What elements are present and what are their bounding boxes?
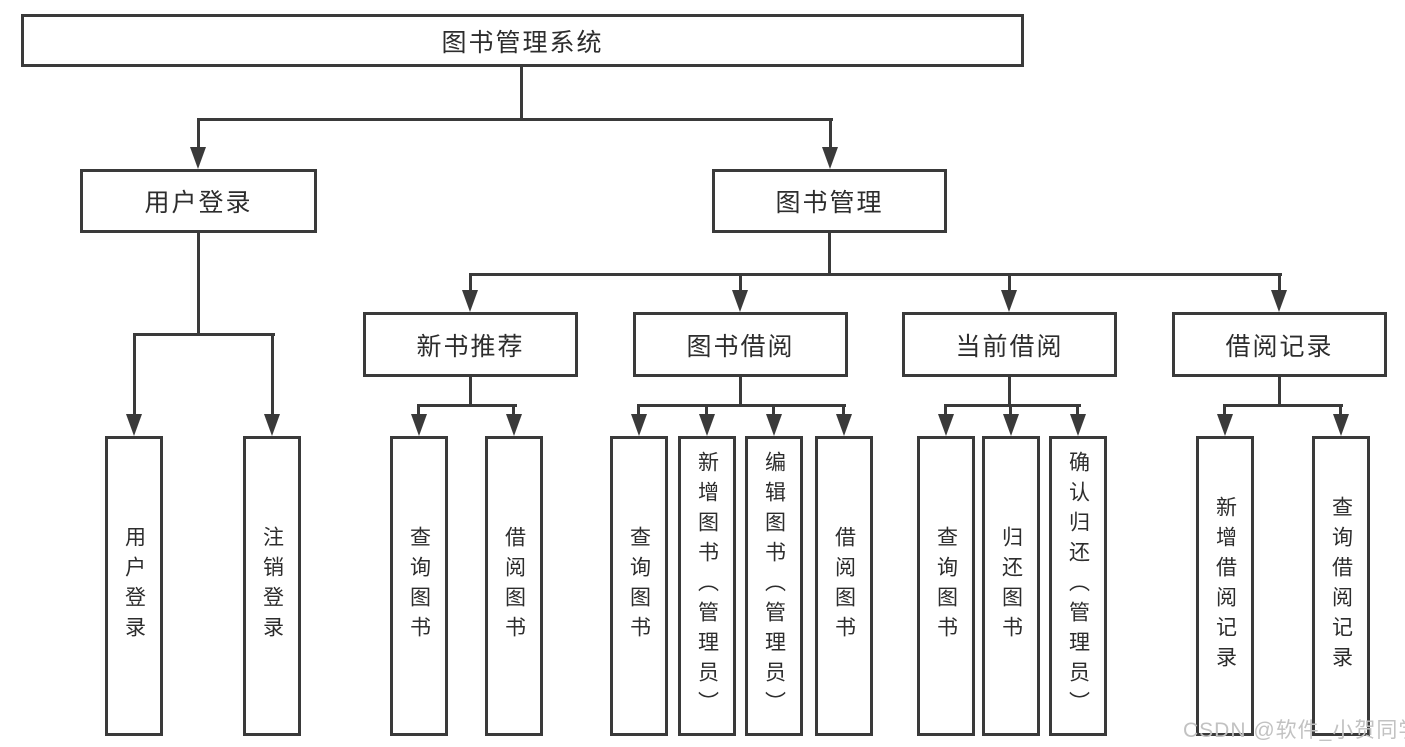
connector-line xyxy=(1008,376,1011,407)
leaf-confirm-return-admin: 确认归还（管理员） xyxy=(1049,436,1107,736)
arrow-down-icon xyxy=(1070,414,1086,436)
connector-line xyxy=(772,404,775,420)
connector-line xyxy=(739,273,742,295)
node-book-management: 图书管理 xyxy=(712,169,947,233)
leaf-user-login: 用户登录 xyxy=(105,436,163,736)
leaf-borrow-books-label: 借阅图书 xyxy=(832,526,856,646)
leaf-query-borrow-record: 查询借阅记录 xyxy=(1312,436,1370,736)
node-root-label: 图书管理系统 xyxy=(441,28,604,57)
arrow-down-icon xyxy=(766,414,782,436)
connector-line xyxy=(637,404,846,407)
connector-line xyxy=(133,333,136,418)
leaf-query-books-recommend: 查询图书 xyxy=(390,436,448,736)
connector-line xyxy=(705,404,708,420)
arrow-down-icon xyxy=(411,414,427,436)
connector-line xyxy=(739,376,742,407)
leaf-logout-label: 注销登录 xyxy=(260,526,284,646)
arrow-down-icon xyxy=(506,414,522,436)
connector-line xyxy=(944,404,947,420)
leaf-return-books-label: 归还图书 xyxy=(999,526,1023,646)
connector-line xyxy=(1278,273,1281,295)
connector-line xyxy=(1339,404,1342,420)
node-current-borrowing-label: 当前借阅 xyxy=(955,332,1064,361)
connector-line xyxy=(197,118,200,151)
connector-line xyxy=(1076,404,1079,420)
leaf-return-books: 归还图书 xyxy=(982,436,1040,736)
connector-line xyxy=(271,333,274,418)
node-current-borrowing: 当前借阅 xyxy=(902,312,1117,377)
leaf-query-books-current-label: 查询图书 xyxy=(934,526,958,646)
connector-line xyxy=(469,376,472,407)
connector-line xyxy=(133,333,275,336)
node-new-book-recommend: 新书推荐 xyxy=(363,312,578,377)
arrow-down-icon xyxy=(1271,290,1287,312)
arrow-down-icon xyxy=(190,147,206,169)
arrow-down-icon xyxy=(699,414,715,436)
connector-line xyxy=(637,404,640,420)
leaf-add-book-admin-label: 新增图书（管理员） xyxy=(695,451,719,721)
leaf-user-login-label: 用户登录 xyxy=(122,526,146,646)
connector-line xyxy=(512,404,515,420)
leaf-add-borrow-record: 新增借阅记录 xyxy=(1196,436,1254,736)
node-root: 图书管理系统 xyxy=(21,14,1024,67)
arrow-down-icon xyxy=(1003,414,1019,436)
arrow-down-icon xyxy=(732,290,748,312)
connector-line xyxy=(197,233,200,336)
connector-line xyxy=(1223,404,1226,420)
arrow-down-icon xyxy=(1217,414,1233,436)
connector-line xyxy=(1278,376,1281,407)
arrow-down-icon xyxy=(938,414,954,436)
arrow-down-icon xyxy=(631,414,647,436)
connector-line xyxy=(944,404,1081,407)
node-book-borrowing-label: 图书借阅 xyxy=(686,332,795,361)
arrow-down-icon xyxy=(822,147,838,169)
arrow-down-icon xyxy=(126,414,142,436)
connector-line xyxy=(842,404,845,420)
connector-line xyxy=(829,118,832,151)
leaf-query-books-borrowing-label: 查询图书 xyxy=(627,526,651,646)
leaf-query-borrow-record-label: 查询借阅记录 xyxy=(1329,496,1353,676)
leaf-add-book-admin: 新增图书（管理员） xyxy=(678,436,736,736)
leaf-add-borrow-record-label: 新增借阅记录 xyxy=(1213,496,1237,676)
connector-line xyxy=(1009,404,1012,420)
arrow-down-icon xyxy=(1333,414,1349,436)
leaf-query-books-borrowing: 查询图书 xyxy=(610,436,668,736)
connector-line xyxy=(469,273,472,295)
connector-line xyxy=(417,404,420,420)
arrow-down-icon xyxy=(836,414,852,436)
leaf-borrow-books: 借阅图书 xyxy=(815,436,873,736)
leaf-query-books-recommend-label: 查询图书 xyxy=(407,526,431,646)
node-user-login-label: 用户登录 xyxy=(144,189,253,217)
leaf-query-books-current: 查询图书 xyxy=(917,436,975,736)
connector-line xyxy=(520,67,523,121)
connector-line xyxy=(197,118,833,121)
arrow-down-icon xyxy=(462,290,478,312)
leaf-edit-book-admin-label: 编辑图书（管理员） xyxy=(762,451,786,721)
node-book-management-label: 图书管理 xyxy=(775,189,884,217)
node-user-login: 用户登录 xyxy=(80,169,317,233)
node-new-book-recommend-label: 新书推荐 xyxy=(416,332,525,361)
csdn-watermark: CSDN @软件_小贺同学 xyxy=(1183,719,1405,742)
connector-line xyxy=(1223,404,1343,407)
arrow-down-icon xyxy=(1001,290,1017,312)
node-borrowing-records-label: 借阅记录 xyxy=(1225,332,1334,361)
leaf-logout: 注销登录 xyxy=(243,436,301,736)
leaf-confirm-return-admin-label: 确认归还（管理员） xyxy=(1066,451,1090,721)
connector-line xyxy=(1008,273,1011,295)
node-borrowing-records: 借阅记录 xyxy=(1172,312,1387,377)
connector-line xyxy=(417,404,517,407)
connector-line xyxy=(469,273,1282,276)
connector-line xyxy=(828,233,831,276)
leaf-borrow-books-recommend: 借阅图书 xyxy=(485,436,543,736)
leaf-borrow-books-recommend-label: 借阅图书 xyxy=(502,526,526,646)
node-book-borrowing: 图书借阅 xyxy=(633,312,848,377)
arrow-down-icon xyxy=(264,414,280,436)
leaf-edit-book-admin: 编辑图书（管理员） xyxy=(745,436,803,736)
